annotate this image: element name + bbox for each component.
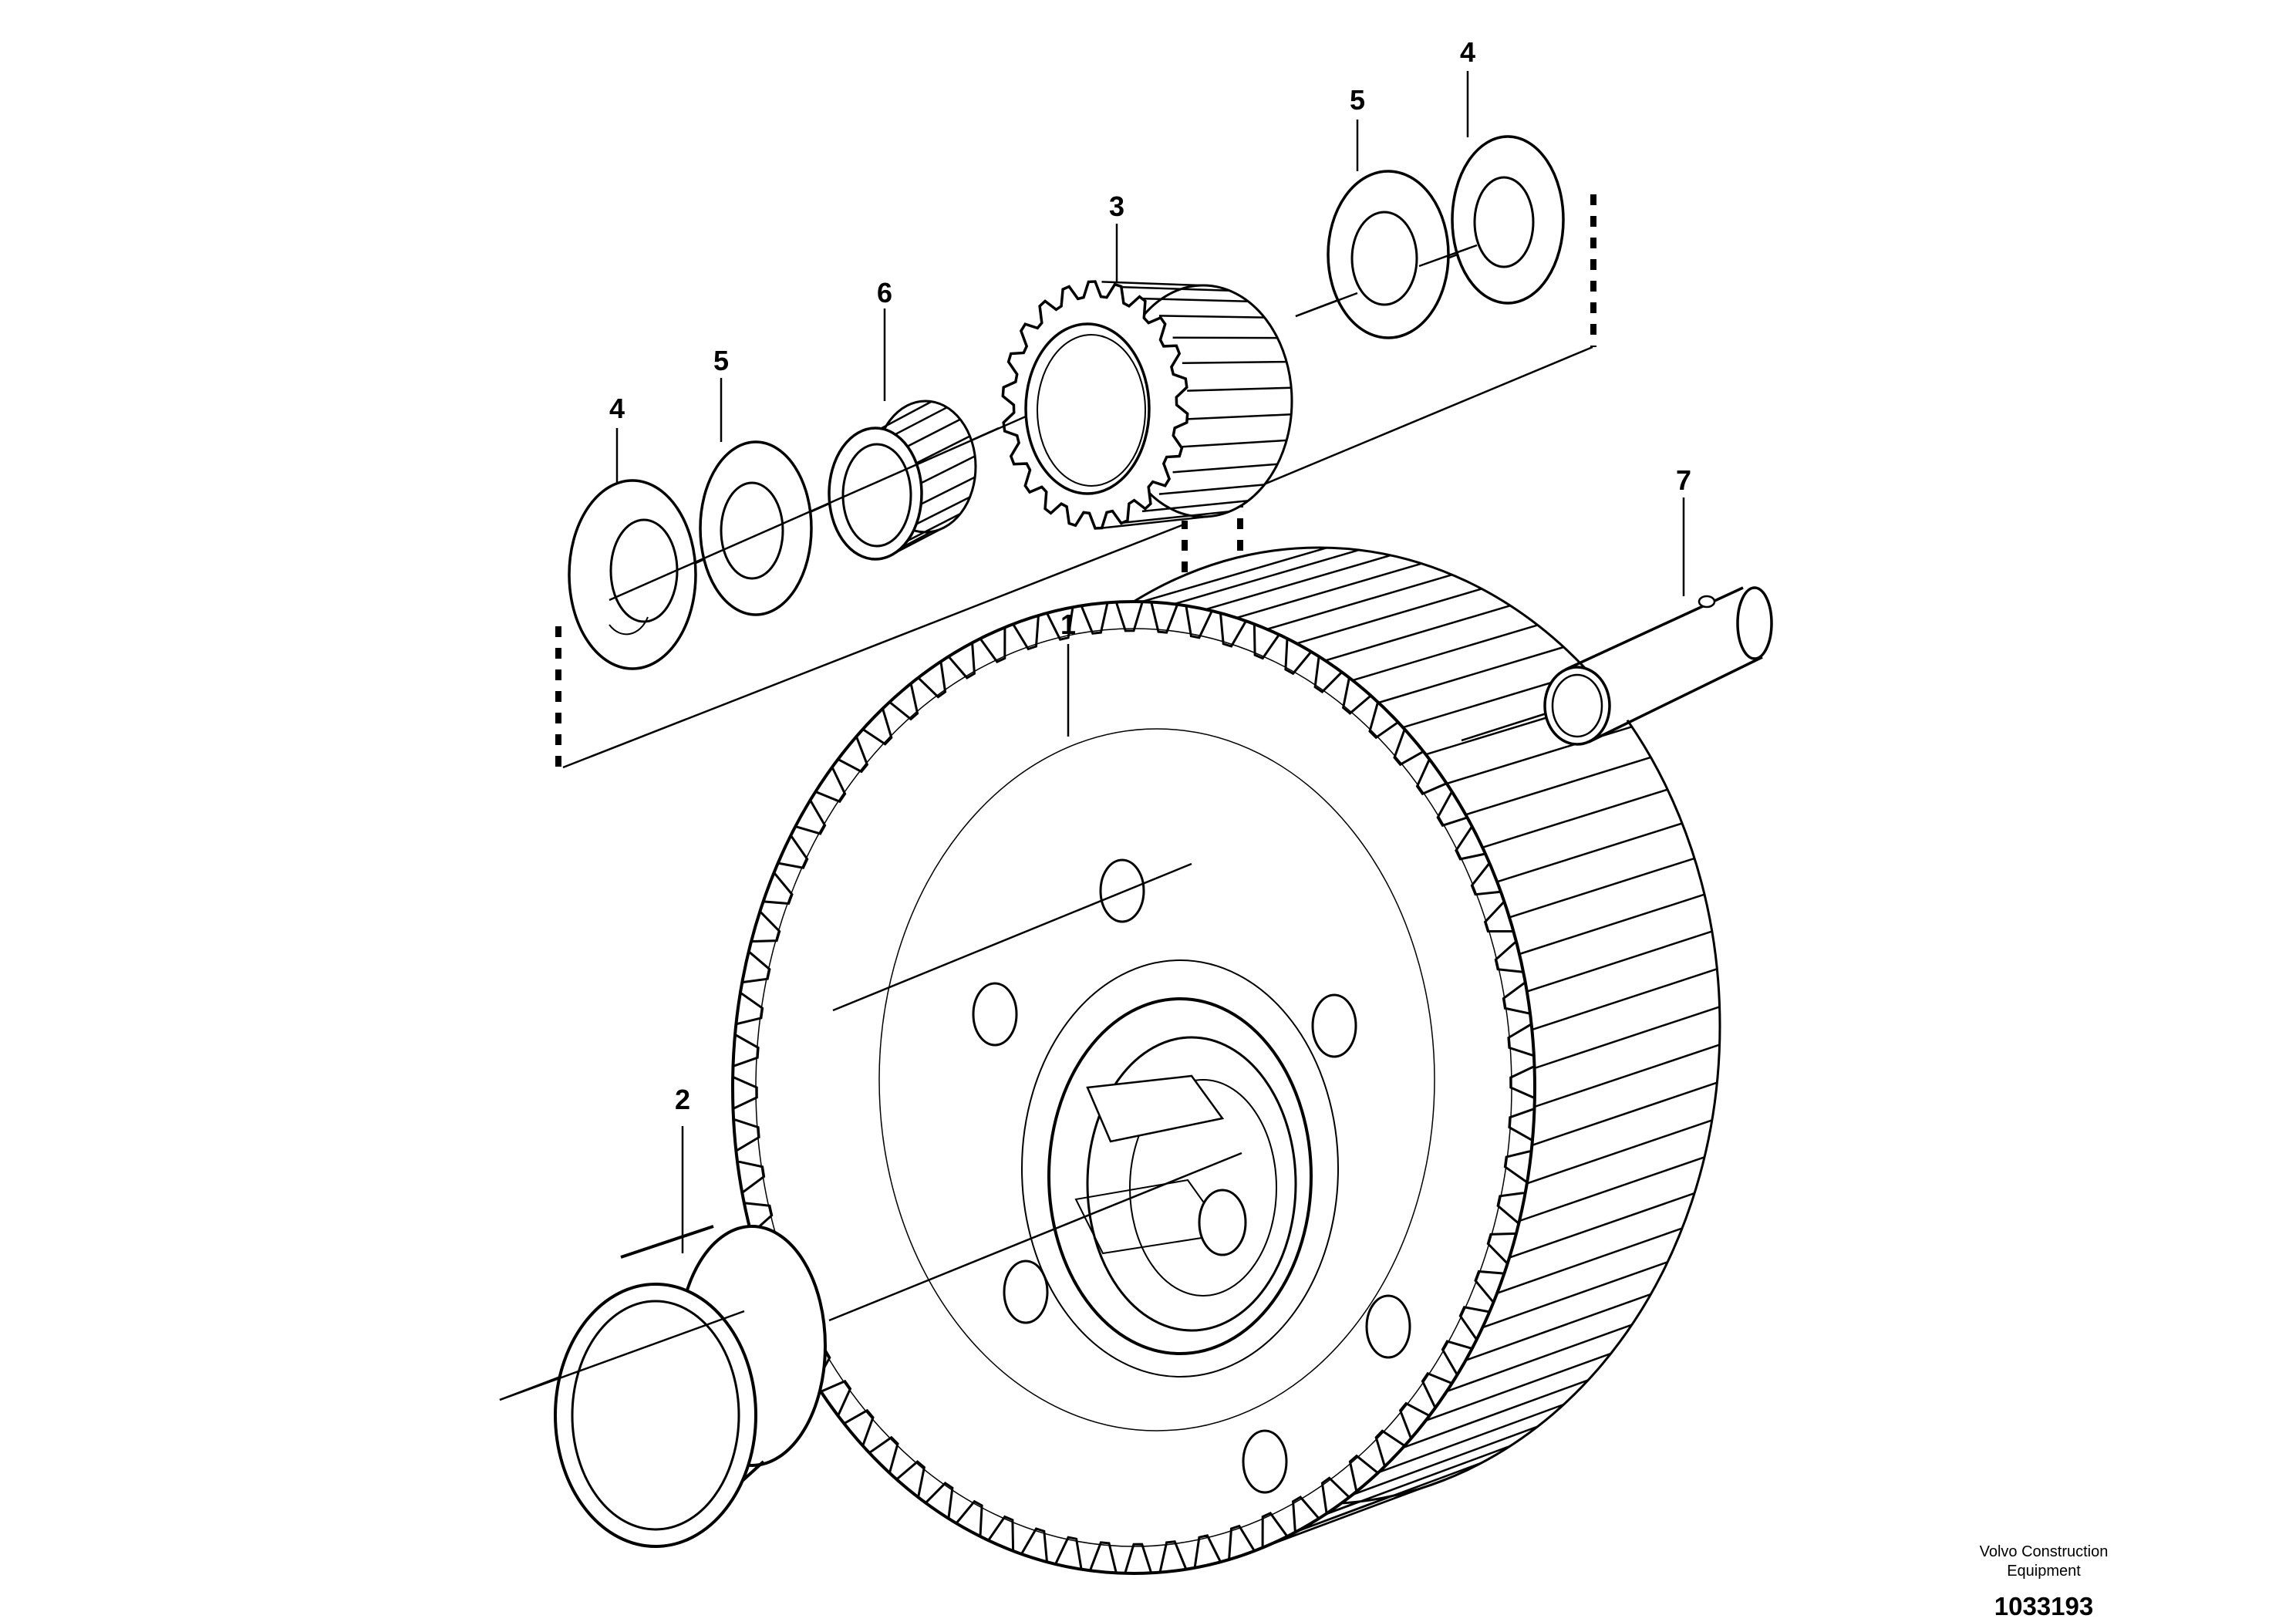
drawing-number: 1033193	[1994, 1592, 2094, 1620]
spacer-washer-right-part	[1327, 170, 1450, 339]
callout-leaders	[615, 71, 1685, 1253]
tooth-edge-line	[1122, 285, 1230, 292]
callout-shaft: 7	[1675, 464, 1692, 496]
tooth-edge-line	[1496, 822, 1683, 883]
tooth-edge-line	[1402, 1379, 1589, 1449]
bearing-ring-part	[499, 1225, 827, 1548]
tooth-edge-line	[1141, 546, 1328, 603]
tooth-edge-line	[915, 435, 971, 464]
tooth-edge-line	[1519, 1156, 1705, 1222]
tooth-edge-line	[1236, 562, 1422, 619]
needle-bearing-part	[828, 400, 977, 561]
tooth-edge-line	[915, 496, 971, 525]
tooth-edge-line	[1482, 788, 1668, 848]
gear-bolt-holes	[972, 858, 1411, 1494]
tooth-edge-line	[1324, 605, 1511, 662]
tooth-edge-line	[1352, 624, 1539, 682]
thrust-washer-right-part	[1451, 135, 1565, 305]
tooth-edge-line	[1378, 646, 1564, 704]
tooth-edge-line	[1266, 574, 1453, 630]
gear-axis-line	[832, 862, 1192, 1012]
callout-planet-gear: 3	[1108, 191, 1125, 222]
tooth-edge-line	[1187, 413, 1292, 420]
callout-thrust-washer-left: 4	[609, 393, 625, 424]
tooth-edge-line	[907, 418, 961, 447]
gear-front-teeth	[731, 600, 1536, 1575]
tooth-edge-line	[1172, 463, 1278, 474]
tooth-edge-line	[1534, 1044, 1720, 1108]
callout-thrust-washer-right: 4	[1459, 36, 1476, 68]
spacer-washer-left-part	[699, 440, 813, 616]
gear-wheel-part	[731, 546, 1721, 1575]
tooth-edge-line	[1509, 857, 1695, 919]
tooth-edge-line	[1173, 548, 1360, 605]
thrust-washer-left-part	[568, 479, 697, 670]
tooth-edge-line	[880, 400, 932, 430]
publisher-credit: Volvo Construction Equipment 1033193	[1917, 1543, 2171, 1621]
tooth-edge-line	[1446, 1324, 1633, 1393]
tooth-edge-line	[1482, 1261, 1668, 1329]
tooth-edge-line	[1122, 510, 1230, 524]
tooth-edge-line	[920, 455, 976, 484]
tooth-edge-line	[1172, 336, 1278, 339]
tooth-edge-line	[1526, 930, 1713, 993]
tooth-edge-line	[1205, 554, 1391, 611]
tooth-edge-line	[1141, 499, 1249, 513]
tooth-edge-line	[1531, 968, 1718, 1031]
planet-gear-part	[1001, 280, 1293, 530]
tooth-edge-line	[895, 524, 948, 554]
tooth-edge-line	[1296, 588, 1482, 645]
tooth-edge-line	[1187, 386, 1292, 392]
callout-needle-bearing: 6	[876, 277, 893, 309]
callout-bearing-ring: 2	[674, 1084, 691, 1115]
tooth-edge-line	[1101, 515, 1210, 529]
credit-line-1: Volvo Construction	[1979, 1543, 2109, 1560]
tooth-edge-line	[1158, 315, 1265, 319]
tooth-edge-line	[1534, 1006, 1720, 1070]
callout-spacer-washer-right: 5	[1349, 84, 1366, 116]
tooth-edge-line	[1182, 439, 1287, 448]
tooth-edge-line	[1509, 1192, 1695, 1259]
tooth-edge-line	[1526, 1119, 1713, 1185]
tooth-edge-line	[1352, 1425, 1539, 1496]
tooth-edge-line	[1465, 756, 1651, 816]
tooth-edge-line	[1141, 297, 1249, 303]
tooth-edge-line	[895, 406, 948, 436]
tooth-edge-line	[920, 476, 976, 505]
tooth-edge-line	[1425, 1352, 1612, 1421]
tooth-edge-line	[1519, 893, 1705, 956]
tooth-edge-line	[1378, 1403, 1564, 1474]
shaft-part	[1461, 586, 1773, 746]
tooth-edge-line	[907, 513, 961, 542]
tooth-edge-line	[1158, 484, 1265, 495]
callout-spacer-washer-left: 5	[713, 345, 730, 376]
tooth-edge-line	[1531, 1081, 1718, 1147]
tooth-edge-line	[1101, 281, 1210, 287]
credit-line-2: Equipment	[2007, 1563, 2081, 1580]
tooth-edge-line	[1182, 360, 1287, 364]
callout-gear-wheel: 1	[1060, 609, 1077, 640]
tooth-edge-line	[1496, 1227, 1683, 1294]
tooth-edge-line	[1465, 1293, 1651, 1361]
